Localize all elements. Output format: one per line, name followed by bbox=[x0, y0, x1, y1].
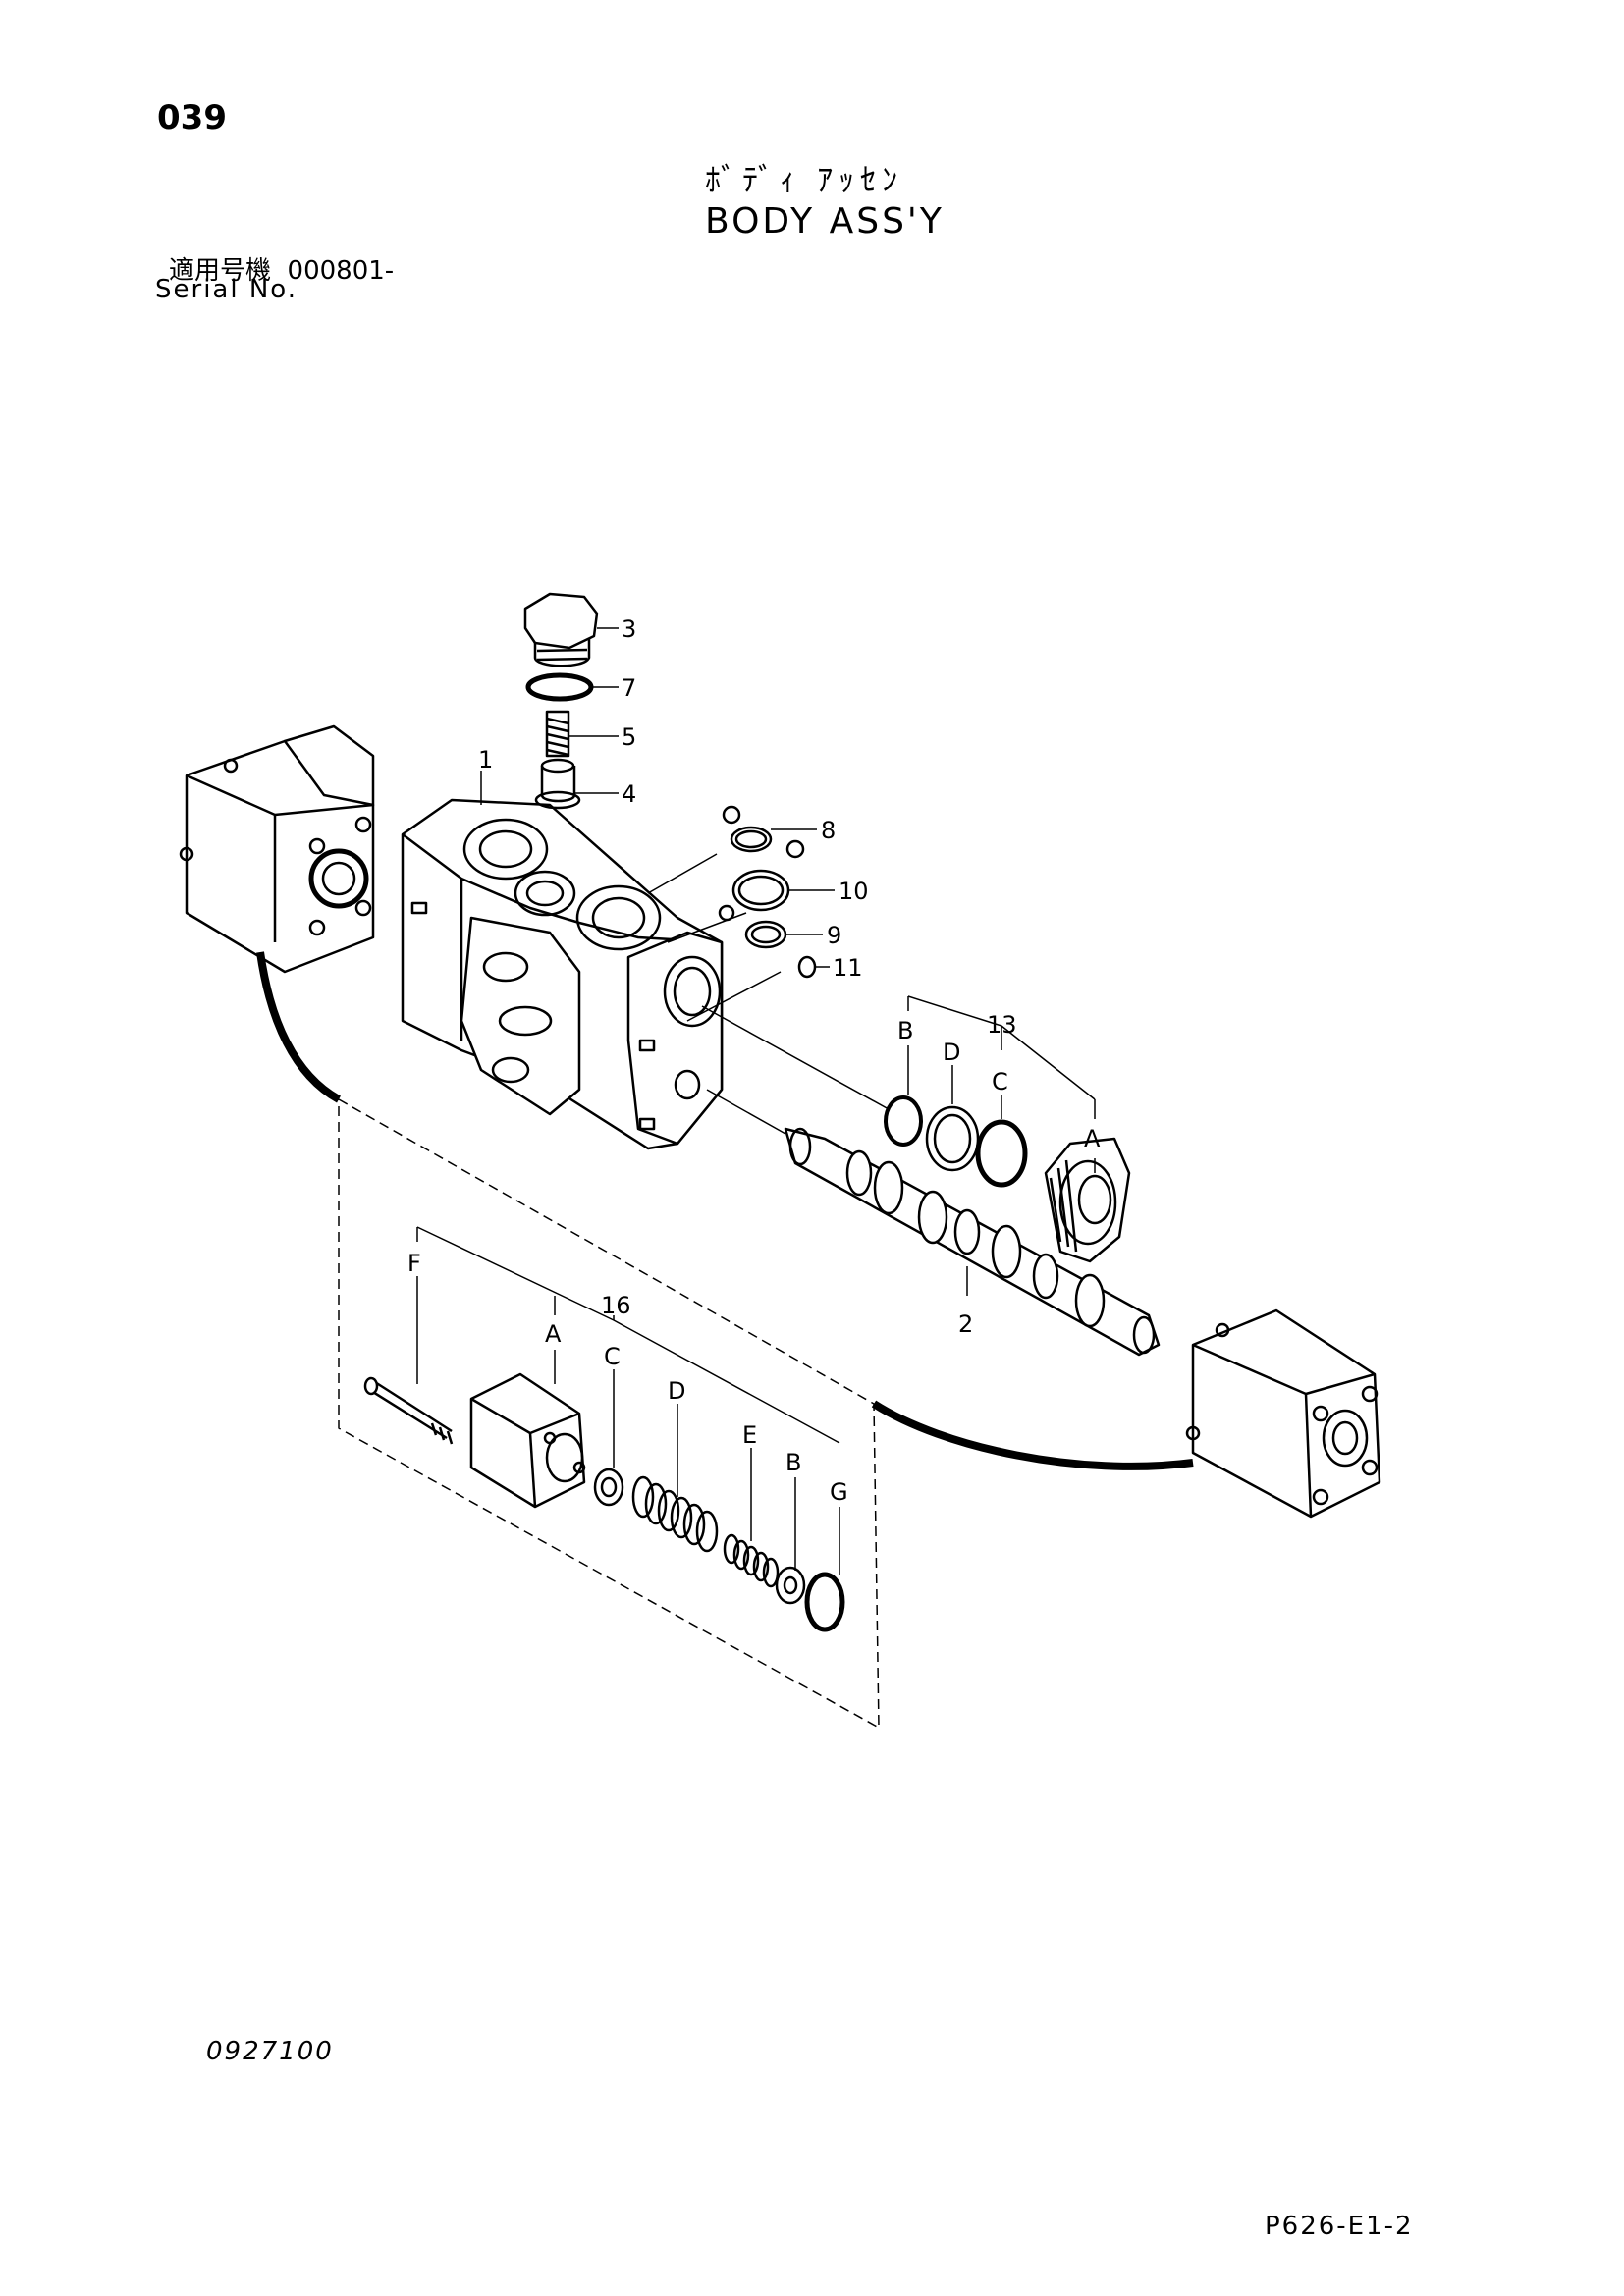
callout-7: 7 bbox=[622, 674, 636, 702]
connection-curve-lower bbox=[871, 1400, 1194, 1470]
seals-group bbox=[718, 805, 817, 979]
drawing-code: 0927100 bbox=[206, 2037, 334, 2066]
callout-16-g: G bbox=[830, 1478, 848, 1506]
right-end-cap bbox=[1185, 1308, 1381, 1519]
page-code: P626-E1-2 bbox=[1265, 2212, 1414, 2241]
part-11-o-ring bbox=[797, 955, 817, 979]
part-2-spool bbox=[784, 1127, 1161, 1357]
callout-13: 13 bbox=[987, 1011, 1017, 1039]
callout-16-b: B bbox=[785, 1449, 801, 1476]
part-13-plug-assembly bbox=[884, 1095, 1131, 1263]
part-16f-bolt bbox=[363, 1376, 454, 1445]
callout-11: 11 bbox=[833, 954, 863, 982]
callout-16-d: D bbox=[668, 1377, 685, 1405]
part-16b-spacer bbox=[775, 1566, 806, 1605]
callout-13-b: B bbox=[897, 1017, 913, 1044]
callout-10: 10 bbox=[839, 878, 869, 905]
title-japanese: ﾎﾞﾃﾞｨ ｱｯｾﾝ bbox=[705, 161, 904, 198]
callout-4: 4 bbox=[622, 780, 636, 808]
leader-lines bbox=[416, 627, 1096, 1575]
left-end-cap bbox=[179, 724, 375, 974]
part-7-o-ring bbox=[525, 672, 594, 702]
callout-5: 5 bbox=[622, 723, 636, 751]
callout-2: 2 bbox=[958, 1310, 973, 1338]
callout-9: 9 bbox=[827, 922, 841, 949]
part-13a-plug bbox=[1044, 1137, 1131, 1263]
part-16g-o-ring bbox=[804, 1572, 845, 1632]
callout-16-c: C bbox=[604, 1343, 621, 1370]
part-16e-spring bbox=[723, 1533, 780, 1588]
part-3-plug bbox=[523, 592, 599, 667]
callout-16-a: A bbox=[545, 1320, 562, 1348]
part-16d-spring bbox=[631, 1475, 719, 1553]
callout-16-e: E bbox=[742, 1421, 757, 1449]
callout-13-c: C bbox=[992, 1068, 1008, 1095]
detail-enclosure bbox=[338, 1098, 880, 1729]
serial-label-english: Serial No. bbox=[155, 275, 298, 304]
part-16c-spring-seat bbox=[593, 1468, 624, 1507]
callout-1: 1 bbox=[478, 746, 493, 774]
callout-13-a: A bbox=[1084, 1125, 1101, 1152]
part-16-detail-assembly bbox=[363, 1372, 845, 1632]
title-english: BODY ASS'Y bbox=[705, 201, 945, 241]
connection-curve-upper bbox=[256, 951, 341, 1103]
part-13b-o-ring bbox=[884, 1095, 923, 1147]
valve-body bbox=[401, 798, 724, 1150]
serial-row-japanese: 適用号機 000801- bbox=[169, 250, 394, 287]
serial-label-japanese: 適用号機 bbox=[169, 256, 272, 286]
callout-16: 16 bbox=[601, 1292, 631, 1319]
part-13c-o-ring bbox=[975, 1119, 1028, 1188]
part-5-spring bbox=[545, 710, 570, 758]
callout-8: 8 bbox=[821, 817, 836, 844]
callout-16-f: F bbox=[407, 1250, 421, 1277]
part-16a-cap bbox=[469, 1372, 586, 1509]
part-8-o-ring bbox=[730, 826, 773, 853]
callout-labels: 1 2 3 4 5 7 8 9 10 11 13 A B C D 16 A B … bbox=[407, 615, 1101, 1506]
part-4-poppet bbox=[534, 758, 581, 810]
serial-value: 000801- bbox=[287, 256, 395, 286]
callout-3: 3 bbox=[622, 615, 636, 643]
page-number: 039 bbox=[157, 98, 227, 137]
callout-13-d: D bbox=[943, 1039, 960, 1066]
